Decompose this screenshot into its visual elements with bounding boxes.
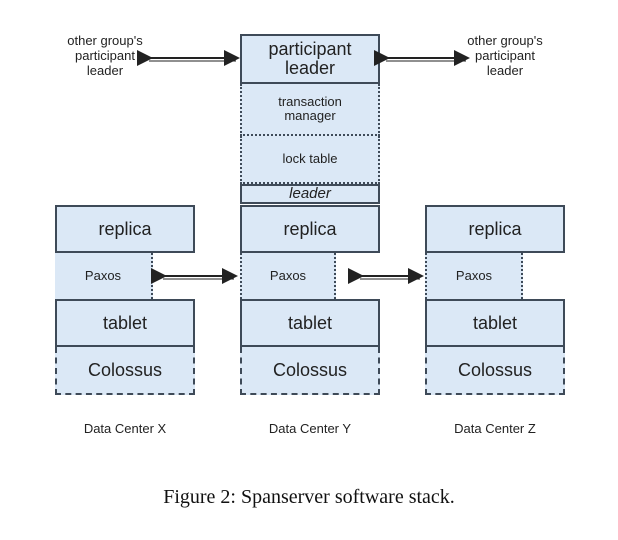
tablet-box-x: tablet — [55, 299, 195, 347]
colossus-box-y: Colossus — [240, 347, 380, 395]
data-center-y-label: Data Center Y — [268, 421, 352, 436]
data-center-x-label: Data Center X — [83, 421, 167, 436]
data-center-z-label: Data Center Z — [454, 421, 536, 436]
transaction-manager-box: transaction manager — [240, 84, 380, 136]
paxos-box-x: Paxos — [55, 253, 153, 299]
replica-box-z: replica — [425, 205, 565, 253]
colossus-box-z: Colossus — [425, 347, 565, 395]
right-participant-leader-label: other group's participant leader — [467, 33, 543, 78]
left-participant-leader-label: other group's participant leader — [67, 33, 143, 78]
participant-leader-box: participant leader — [240, 34, 380, 84]
replica-box-y: replica — [240, 205, 380, 253]
colossus-box-x: Colossus — [55, 347, 195, 395]
tablet-box-y: tablet — [240, 299, 380, 347]
paxos-arrow-x-y — [151, 268, 238, 284]
tablet-box-z: tablet — [425, 299, 565, 347]
figure-caption: Figure 2: Spanserver software stack. — [163, 486, 455, 508]
leader-box: leader — [240, 184, 380, 204]
lock-table-box: lock table — [240, 136, 380, 184]
paxos-box-z: Paxos — [425, 253, 523, 299]
replica-box-x: replica — [55, 205, 195, 253]
paxos-arrow-y-z — [348, 268, 424, 284]
paxos-box-y: Paxos — [240, 253, 336, 299]
